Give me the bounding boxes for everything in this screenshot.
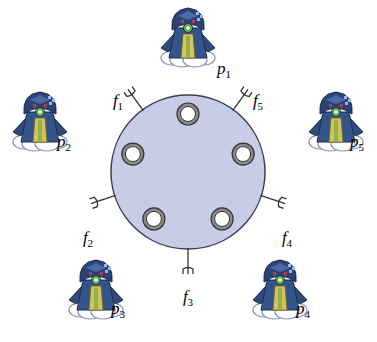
symbol-label: p5 — [350, 133, 364, 150]
fork-symbol — [89, 191, 117, 209]
fork-symbol — [124, 87, 147, 114]
symbol-label: p3 — [111, 300, 125, 317]
plate-center — [146, 211, 161, 226]
plate — [211, 208, 233, 230]
plate-center — [236, 147, 251, 162]
fork-symbol — [229, 87, 252, 114]
symbol-label: f2 — [83, 229, 93, 246]
symbol-label: f5 — [253, 92, 263, 109]
symbol-label: p4 — [296, 300, 310, 317]
plate-center — [215, 211, 230, 226]
symbol-label: p1 — [217, 60, 231, 77]
fork-symbol — [259, 191, 287, 209]
symbol-label: f3 — [183, 288, 193, 305]
fork-symbol — [183, 248, 193, 274]
plate — [232, 143, 254, 165]
plate — [143, 208, 165, 230]
symbol-label: p2 — [57, 133, 71, 150]
symbol-label: f4 — [282, 229, 292, 246]
plate — [122, 143, 144, 165]
plate-center — [181, 107, 196, 122]
plate-center — [125, 147, 140, 162]
symbol-label: f1 — [113, 92, 123, 109]
plate — [177, 103, 199, 125]
